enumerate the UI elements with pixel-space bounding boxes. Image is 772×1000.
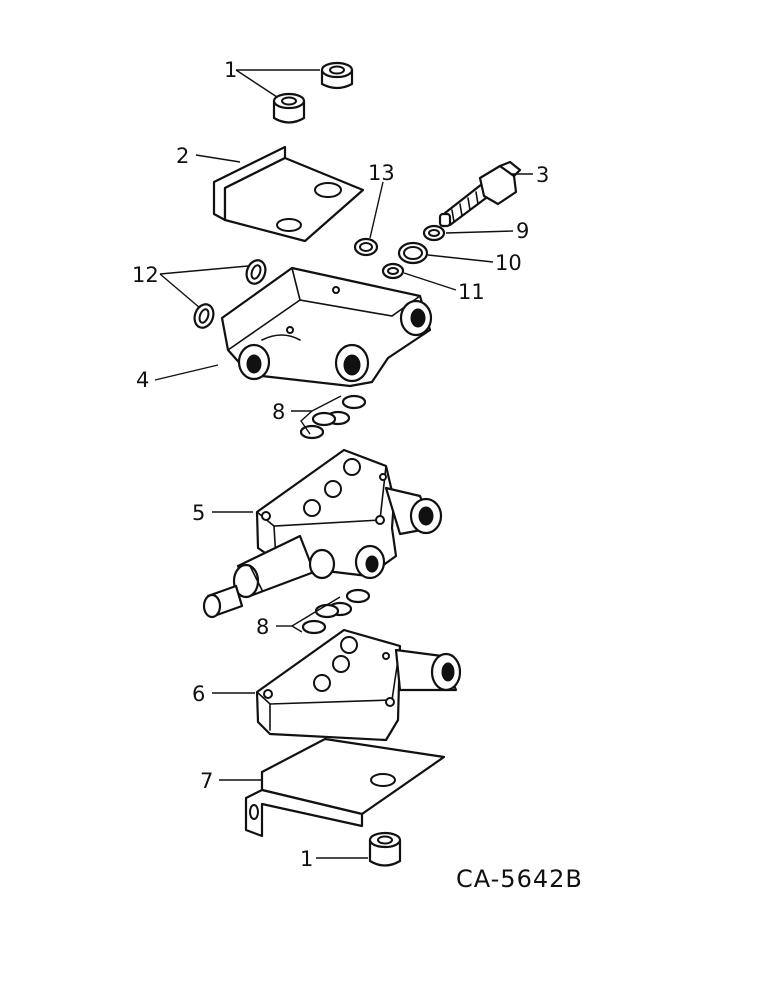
bushing-top-left [272,92,306,124]
callout-11: 11 [458,280,485,304]
valve-section-middle [202,448,443,619]
drawing-code: CA-5642B [456,865,583,893]
callout-1-top: 1 [224,58,237,82]
callout-8-upper: 8 [272,400,285,424]
o-ring-9-center [428,229,440,237]
callout-6: 6 [192,682,205,706]
o-ring-12-lower-center [198,308,210,324]
o-ring-set-8-upper [299,394,367,440]
callout-2: 2 [176,144,189,168]
end-section [255,628,462,742]
o-ring-13-center [359,242,373,252]
o-ring-set-8-lower [301,588,371,635]
callout-3: 3 [536,163,549,187]
callout-1-bottom: 1 [300,847,313,871]
callout-7: 7 [200,769,213,793]
o-ring-10-center [403,246,423,260]
angle-bracket-bottom [244,737,446,838]
callout-9: 9 [516,219,529,243]
fitting-plug [438,160,522,228]
bushing-bottom [368,831,402,867]
o-ring-12-upper-center [250,264,262,280]
callout-labels: 1 2 3 13 9 10 11 12 4 8 5 8 6 7 1 [132,58,549,871]
valve-body-top [220,266,433,388]
callout-13: 13 [368,161,395,185]
callout-12: 12 [132,263,159,287]
bushing-top-right [320,61,354,90]
callout-4: 4 [136,368,149,392]
callout-10: 10 [495,251,522,275]
callout-8-lower: 8 [256,615,269,639]
angle-bracket-top [212,145,365,243]
o-ring-11-center [387,267,399,275]
callout-5: 5 [192,501,205,525]
leader-lines [154,69,533,859]
